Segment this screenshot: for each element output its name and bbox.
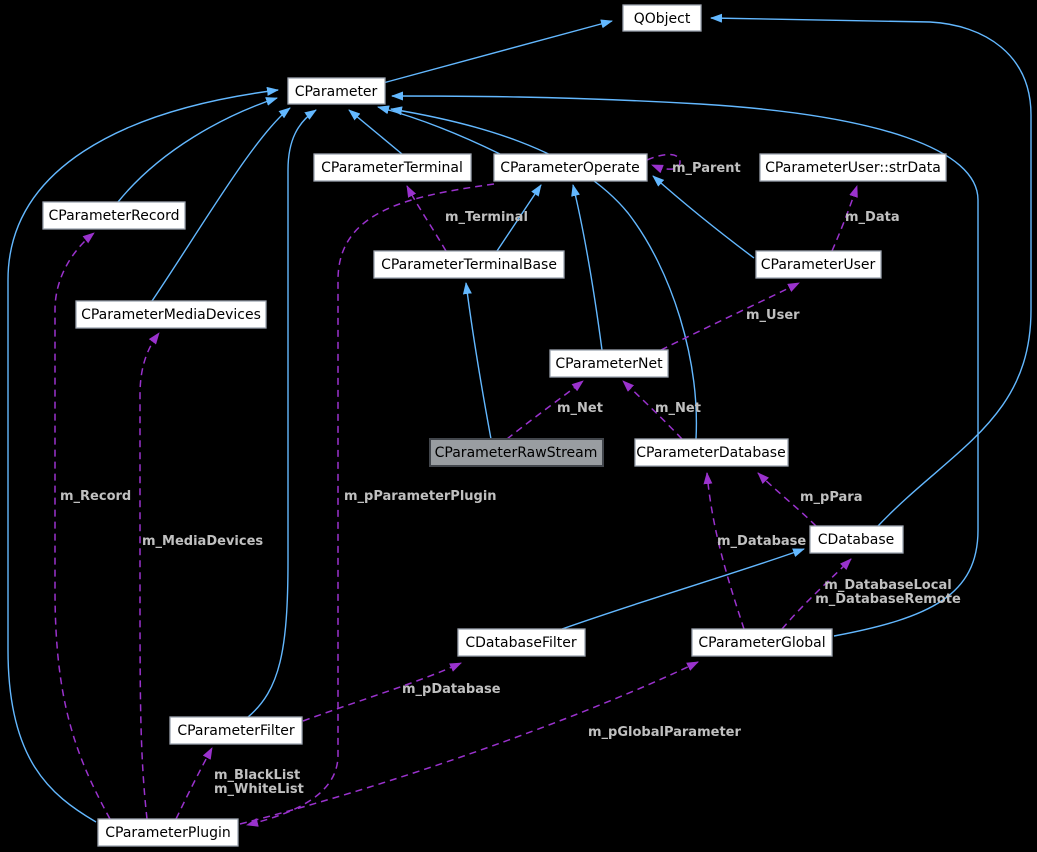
node-cdatabasefilter-label: CDatabaseFilter — [465, 635, 576, 651]
edge-usage-m-blacklist-whitelist — [175, 747, 213, 820]
node-cparameterdatabase-box — [634, 438, 789, 467]
edge-usage-m-database — [703, 472, 745, 630]
edge-label-m-net-2: m_Net — [655, 401, 701, 416]
node-cparameterrawstream[interactable]: CParameterRawStream — [429, 438, 604, 467]
node-cparameteruser[interactable]: CParameterUser — [755, 250, 882, 279]
edge-label-m-database: m_Database — [717, 534, 806, 549]
node-cparameteruser-strdata-label: CParameterUser::strData — [765, 160, 941, 176]
edge-usage-m-net-rawstream — [506, 380, 584, 440]
node-cparameternet-label: CParameterNet — [555, 356, 663, 372]
node-cdatabase-label: CDatabase — [818, 532, 895, 548]
node-cparameternet[interactable]: CParameterNet — [549, 349, 669, 378]
edge-usage-m-parent-selfloop — [646, 153, 681, 174]
edge-inherit-cparameterrecord-cparameter — [117, 97, 278, 203]
node-cparameteruser-strdata-box — [759, 153, 947, 182]
node-cparameterrecord-label: CParameterRecord — [49, 208, 180, 224]
edge-usage-m-pdatabase — [302, 662, 462, 722]
node-cparameterterminal-label: CParameterTerminal — [321, 160, 463, 176]
edge-inherit-cparameterdatabase-cparameter — [390, 106, 698, 440]
edge-inherit-cparameterfilter-cparameter — [247, 109, 317, 718]
node-cdatabase-box — [809, 525, 904, 554]
edge-inherit-cparameterrawstream-cparameterterminalbase — [462, 282, 492, 440]
node-cparameterdatabase-label: CParameterDatabase — [636, 445, 785, 461]
node-cparameternet-box — [549, 349, 669, 378]
edge-label-m-record: m_Record — [60, 489, 131, 504]
node-cparameterplugin-label: CParameterPlugin — [105, 825, 230, 841]
node-cparameterfilter-box — [169, 716, 303, 745]
node-cparameterfilter[interactable]: CParameterFilter — [169, 716, 303, 745]
node-cparameteruser-box — [755, 250, 882, 279]
node-qobject[interactable]: QObject — [622, 4, 702, 32]
node-cparameterrecord[interactable]: CParameterRecord — [42, 201, 186, 230]
node-qobject-box — [622, 4, 702, 32]
node-qobject-label: QObject — [634, 11, 691, 27]
edge-usage-m-user — [660, 282, 800, 351]
node-cdatabase[interactable]: CDatabase — [809, 525, 904, 554]
node-cparameteruser-label: CParameterUser — [761, 257, 876, 273]
edge-inherit-cdatabasefilter-cdatabase — [561, 548, 805, 630]
node-cparameterrawstream-box — [429, 438, 604, 467]
node-cparameterplugin[interactable]: CParameterPlugin — [97, 818, 239, 847]
node-cparameterglobal[interactable]: CParameterGlobal — [691, 628, 833, 657]
edge-usage-m-record — [54, 232, 111, 820]
edge-inherit-cparameteruser-cparameteroperate — [652, 175, 755, 259]
edge-label-m-ppara: m_pPara — [800, 490, 863, 505]
edge-inherit-cparameterterminal-cparameter — [348, 109, 403, 155]
node-cparameter-box — [287, 77, 386, 105]
edge-label-m-terminal: m_Terminal — [445, 210, 528, 225]
node-cparameterplugin-box — [97, 818, 239, 847]
node-cparameter[interactable]: CParameter — [287, 77, 386, 105]
edge-usage-m-terminal — [406, 185, 447, 252]
edge-usage-m-ppara — [757, 472, 817, 527]
edge-inherit-cparameterglobal-cparameter — [391, 91, 979, 637]
node-cparametermediadevices[interactable]: CParameterMediaDevices — [75, 300, 267, 329]
edge-label-m-databaseremote: m_DatabaseRemote — [815, 592, 961, 607]
edge-inherit-cparameter-qobject — [382, 19, 613, 84]
node-cparameterrecord-box — [42, 201, 186, 230]
node-cparameterfilter-label: CParameterFilter — [177, 723, 295, 739]
node-cparameterrawstream-label: CParameterRawStream — [435, 445, 598, 461]
node-cparameteroperate-label: CParameterOperate — [500, 160, 640, 176]
edge-inherit-cparameterplugin-cparameter — [7, 86, 279, 823]
edge-label-m-net-1: m_Net — [557, 401, 603, 416]
edge-label-m-data: m_Data — [845, 210, 900, 225]
edge-label-m-parent: m_Parent — [672, 161, 741, 176]
node-cparameterterminal[interactable]: CParameterTerminal — [313, 153, 472, 182]
edge-inherit-cparameternet-cparameteroperate — [571, 184, 603, 351]
node-cdatabasefilter[interactable]: CDatabaseFilter — [457, 628, 586, 657]
edge-usage-m-data — [831, 185, 858, 252]
node-cparameteroperate-box — [493, 153, 648, 182]
node-cparameterterminal-box — [313, 153, 472, 182]
edge-usage-m-pparameterplugin — [246, 183, 495, 827]
edge-label-m-blacklist: m_BlackList — [214, 768, 300, 783]
edge-inherit-cdatabase-qobject — [710, 13, 1032, 527]
node-cparameterdatabase[interactable]: CParameterDatabase — [634, 438, 789, 467]
edge-inherit-cparametermediadevices-cparameter — [151, 107, 291, 302]
node-cparameteruser-strdata[interactable]: CParameterUser::strData — [759, 153, 947, 182]
node-cparameter-label: CParameter — [295, 84, 378, 100]
edge-usage-m-pglobalparameter — [239, 661, 699, 825]
edge-label-m-pdatabase: m_pDatabase — [402, 682, 501, 697]
edge-inherit-cparameterterminalbase-cparameteroperate — [496, 184, 542, 252]
edge-label-m-user: m_User — [746, 308, 800, 323]
edge-label-m-databaselocal: m_DatabaseLocal — [824, 578, 951, 593]
node-cparametermediadevices-box — [75, 300, 267, 329]
edge-label-m-whitelist: m_WhiteList — [214, 782, 304, 797]
edge-label-m-pglobalparameter: m_pGlobalParameter — [588, 725, 741, 740]
edge-usage-m-mediadevices — [139, 332, 160, 820]
edge-label-m-pparameterplugin: m_pParameterPlugin — [344, 489, 497, 504]
edge-usage-m-net-database — [622, 380, 683, 440]
node-cparameterterminalbase-label: CParameterTerminalBase — [381, 257, 557, 273]
node-cparameterterminalbase[interactable]: CParameterTerminalBase — [373, 250, 565, 279]
edge-label-m-mediadevices: m_MediaDevices — [142, 534, 263, 549]
edge-usage-m-databaselocal-remote — [781, 558, 852, 630]
node-cparameterterminalbase-box — [373, 250, 565, 279]
node-cdatabasefilter-box — [457, 628, 586, 657]
node-cparameteroperate[interactable]: CParameterOperate — [493, 153, 648, 182]
node-cparameterglobal-label: CParameterGlobal — [698, 635, 825, 651]
node-cparametermediadevices-label: CParameterMediaDevices — [81, 307, 261, 323]
node-cparameterglobal-box — [691, 628, 833, 657]
edge-inherit-cparameteroperate-cparameter — [377, 105, 501, 155]
